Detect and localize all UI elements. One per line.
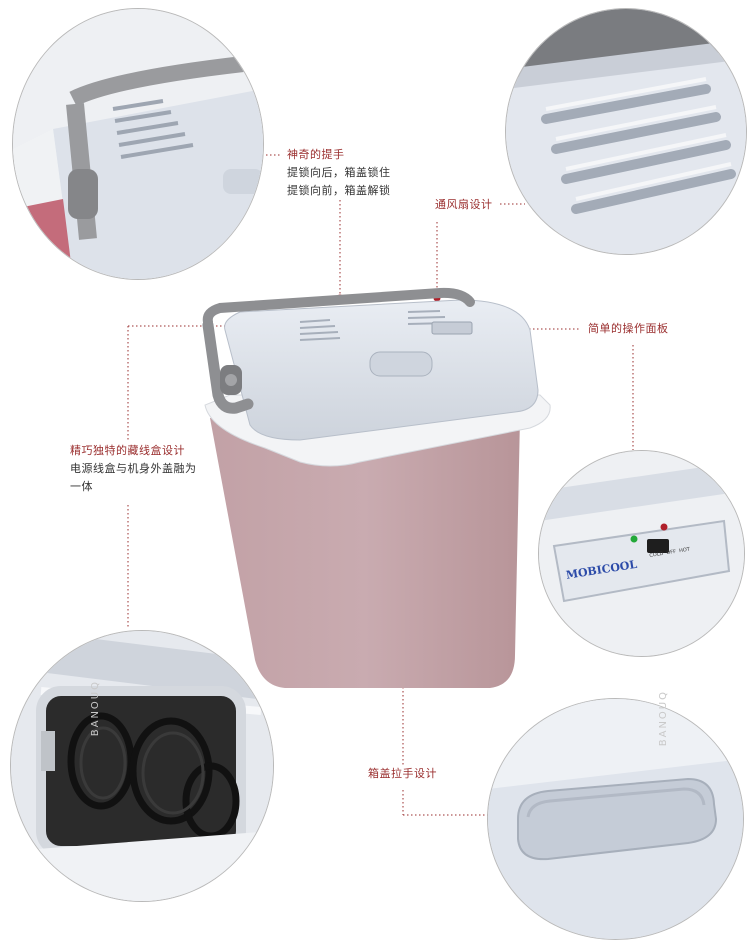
handle-detail-image (13, 9, 263, 279)
panel-callout: 简单的操作面板 (588, 320, 669, 338)
lid-handle-callout-title: 箱盖拉手设计 (368, 767, 437, 780)
cord-box-callout-line2: 一体 (70, 480, 93, 493)
handle-detail-circle (12, 8, 264, 280)
handle-callout-line1: 提锁向后，箱盖锁住 (287, 166, 391, 179)
hot-indicator-icon (660, 523, 668, 531)
lid-handle-detail-image (488, 699, 743, 939)
fan-callout-title: 通风扇设计 (435, 198, 493, 211)
panel-callout-title: 简单的操作面板 (588, 322, 669, 335)
lid-handle-detail-circle (487, 698, 744, 940)
cord-box-detail-circle (10, 630, 274, 902)
cord-box-callout-title: 精巧独特的藏线盒设计 (70, 444, 185, 457)
watermark-left: BANOUQ (90, 680, 101, 737)
handle-callout: 神奇的提手 提锁向后，箱盖锁住 提锁向前，箱盖解锁 (287, 146, 391, 200)
control-panel-detail-image (539, 451, 744, 656)
cord-box-callout-line1: 电源线盒与机身外盖融为 (70, 462, 197, 475)
fan-detail-circle (505, 8, 747, 255)
handle-callout-line2: 提锁向前，箱盖解锁 (287, 184, 391, 197)
cord-box-detail-image (11, 631, 273, 901)
cord-box-callout: 精巧独特的藏线盒设计 电源线盒与机身外盖融为 一体 (70, 442, 197, 496)
cold-indicator-icon (630, 535, 638, 543)
watermark-right: BANOUQ (658, 690, 669, 747)
fan-detail-image (506, 9, 746, 254)
fan-callout: 通风扇设计 (435, 196, 493, 214)
handle-callout-title: 神奇的提手 (287, 148, 345, 161)
lid-handle-callout: 箱盖拉手设计 (368, 765, 437, 783)
control-panel-detail-circle: MOBICOOL COLD OFF HOT (538, 450, 745, 657)
power-switch-icon (647, 539, 669, 553)
